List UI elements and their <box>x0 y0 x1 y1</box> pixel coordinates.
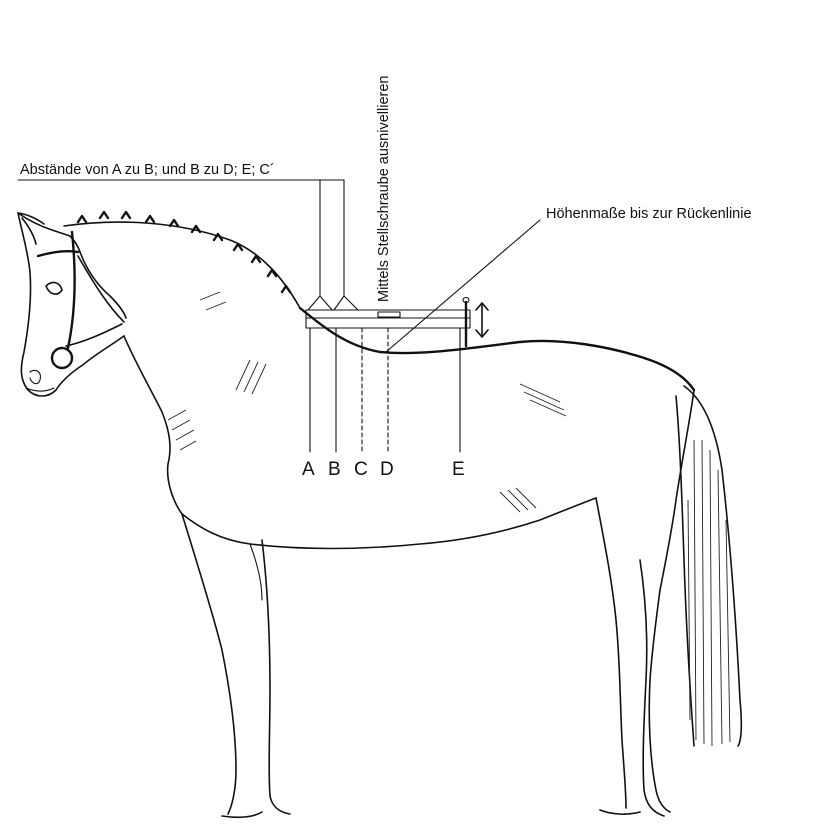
horse-neck-underside <box>124 336 182 514</box>
horse-hind-leg-right <box>640 560 664 816</box>
height-double-arrow <box>476 303 488 337</box>
caliper-jaw-1 <box>308 296 332 310</box>
top-label: Abstände von A zu B; und B zu D; E; C´ <box>20 162 275 178</box>
horse-eye <box>46 283 62 295</box>
point-label-C: C <box>354 459 368 480</box>
point-label-D: D <box>380 459 394 480</box>
horse-hind-leg-left <box>596 498 640 814</box>
horse-mouth <box>26 388 54 391</box>
point-label-A: A <box>302 459 315 480</box>
caliper-jaw-2 <box>334 296 358 310</box>
horse-hindquarters <box>649 390 694 812</box>
horse-nostril <box>30 370 40 383</box>
height-label: Höhenmaße bis zur Rückenlinie <box>546 206 752 222</box>
horse-front-leg-left <box>182 514 262 817</box>
horse-back-line <box>300 308 694 390</box>
point-label-B: B <box>328 459 341 480</box>
point-label-E: E <box>452 459 465 480</box>
measuring-bar <box>306 310 470 328</box>
horse-front-leg-right <box>262 540 290 814</box>
height-pointer-line <box>386 220 540 352</box>
horse-elbow <box>250 544 262 600</box>
spirit-level <box>378 312 400 317</box>
braided-mane <box>64 212 300 308</box>
vertical-label: Mittels Stellschraube ausnivellieren <box>376 76 392 302</box>
measurement-apparatus <box>18 180 540 452</box>
